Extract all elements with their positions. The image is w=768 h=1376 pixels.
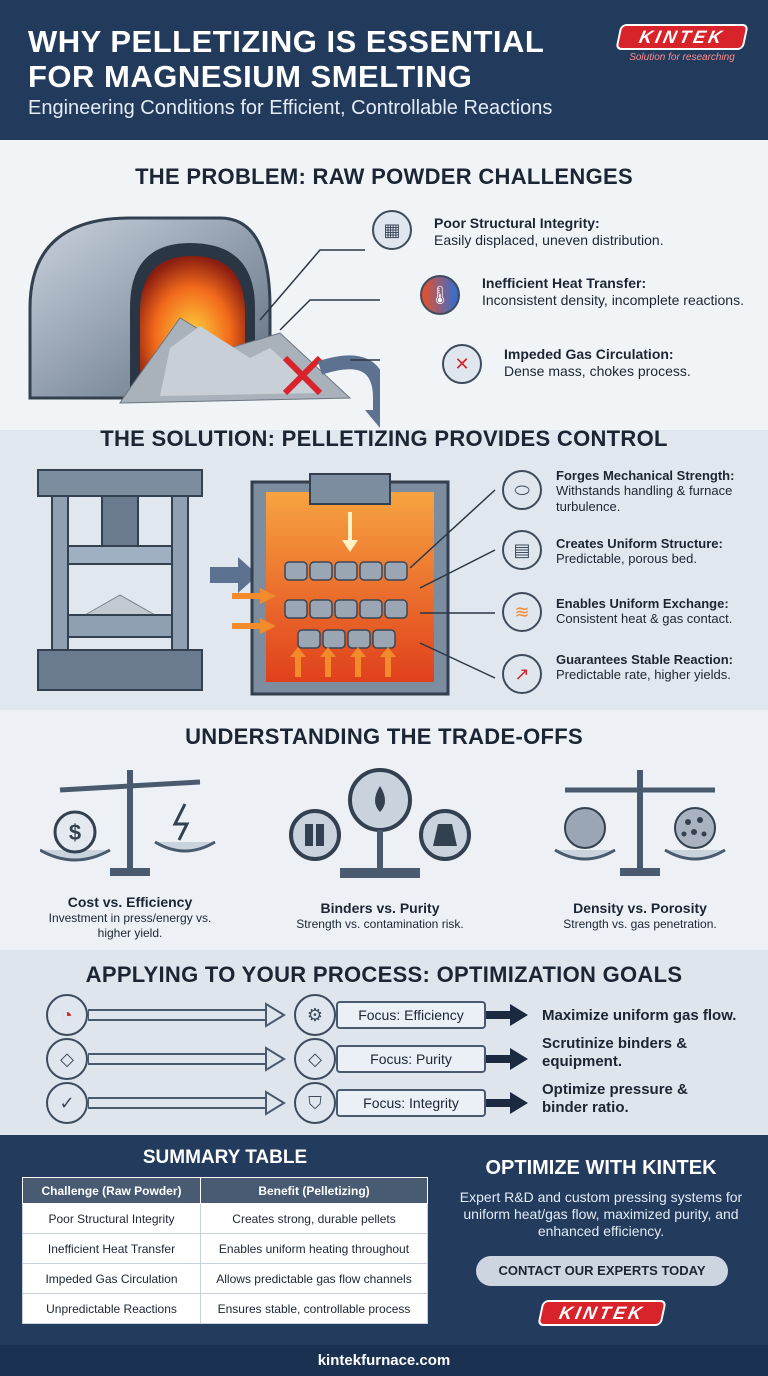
contact-experts-button[interactable]: CONTACT OUR EXPERTS TODAY [476, 1256, 728, 1286]
furnace-pellets-illustration [250, 473, 450, 696]
problem-item: Inefficient Heat Transfer: Inconsistent … [482, 275, 744, 308]
goal-result: Maximize uniform gas flow. [542, 1007, 737, 1024]
table-header-row: Challenge (Raw Powder) Benefit (Pelletiz… [22, 1177, 428, 1204]
table-cell: Impeded Gas Circulation [22, 1263, 201, 1294]
trend-chart-icon: ↗ [502, 654, 542, 694]
gear-icon: ⚙ [294, 994, 336, 1036]
cta-title: OPTIMIZE WITH KINTEK [485, 1157, 717, 1179]
solution-item: Forges Mechanical Strength: Withstands h… [556, 468, 735, 514]
svg-text:$: $ [69, 820, 81, 845]
scale-cost-icon: $ [40, 770, 216, 876]
summary-table: Challenge (Raw Powder) Benefit (Pelletiz… [22, 1177, 428, 1324]
cta-text: Expert R&D and custom pressing systems f… [459, 1189, 743, 1239]
footer-url[interactable]: kintekfurnace.com [317, 1352, 451, 1369]
solution-item: Enables Uniform Exchange: Consistent hea… [556, 596, 733, 626]
summary-title: SUMMARY TABLE [142, 1147, 308, 1168]
page-subtitle: Engineering Conditions for Efficient, Co… [28, 97, 553, 119]
pellet-icon: ⬭ [502, 470, 542, 510]
stacked-blocks-icon: ▤ [502, 530, 542, 570]
table-cell: Ensures stable, controllable process [200, 1293, 428, 1324]
page-title: WHY PELLETIZING IS ESSENTIAL FOR MAGNESI… [28, 24, 544, 94]
table-cell: Allows predictable gas flow channels [200, 1263, 428, 1294]
arrow-right-icon [88, 1002, 286, 1028]
arrow-right-icon [210, 557, 258, 593]
diamond-icon: ◇ [46, 1038, 88, 1080]
heat-arrows-icon [232, 588, 276, 634]
tradeoff-item: Cost vs. Efficiency Investment in press/… [48, 894, 212, 940]
column-header: Challenge (Raw Powder) [22, 1177, 201, 1204]
problem-section: THE PROBLEM: RAW POWDER CHALLENGES ▦ Poo… [0, 140, 768, 430]
solution-section: THE SOLUTION: PELLETIZING PROVIDES CONTR… [0, 426, 768, 710]
tradeoffs-section: UNDERSTANDING THE TRADE-OFFS $ Cost vs. … [0, 710, 768, 950]
pellet-press-illustration [37, 469, 203, 691]
arrow-right-icon [486, 1092, 528, 1114]
furnace-powder-illustration [28, 216, 380, 428]
goal-result: Optimize pressure & binder ratio. [542, 1081, 688, 1116]
tradeoff-item: Binders vs. Purity Strength vs. contamin… [296, 900, 464, 931]
focus-efficiency-label: Focus: Efficiency [336, 1001, 486, 1029]
table-cell: Poor Structural Integrity [22, 1203, 201, 1234]
table-cell: Creates strong, durable pellets [200, 1203, 428, 1234]
shield-check-icon: ✓ [46, 1082, 88, 1124]
focus-purity-label: Focus: Purity [336, 1045, 486, 1073]
crumbling-wall-icon: ▦ [372, 210, 412, 250]
solution-connectors [409, 489, 496, 679]
solution-item: Guarantees Stable Reaction: Predictable … [556, 652, 733, 682]
blocked-airflow-icon: ✕ [442, 344, 482, 384]
arrow-right-icon [486, 1048, 528, 1070]
problem-item: Poor Structural Integrity: Easily displa… [434, 215, 664, 248]
table-cell: Enables uniform heating throughout [200, 1233, 428, 1264]
arrow-right-icon [88, 1046, 286, 1072]
diamond-icon: ◇ [294, 1038, 336, 1080]
table-cell: Unpredictable Reactions [22, 1293, 201, 1324]
logo-tagline: Solution for researching [629, 52, 735, 63]
column-header: Benefit (Pelletizing) [200, 1177, 428, 1204]
tradeoff-item: Density vs. Porosity Strength vs. gas pe… [563, 900, 717, 931]
goals-section: APPLYING TO YOUR PROCESS: OPTIMIZATION G… [0, 950, 768, 1135]
tradeoffs-title: UNDERSTANDING THE TRADE-OFFS [185, 724, 583, 749]
table-cell: Inefficient Heat Transfer [22, 1233, 201, 1264]
scale-binders-icon [289, 768, 471, 878]
solution-title: THE SOLUTION: PELLETIZING PROVIDES CONTR… [100, 426, 668, 451]
problem-connectors [259, 249, 380, 361]
goal-result: Scrutinize binders & equipment. [542, 1035, 688, 1070]
airflow-icon: ≋ [502, 592, 542, 632]
problem-title: THE PROBLEM: RAW POWDER CHALLENGES [135, 164, 633, 189]
gauge-icon: ◔ [46, 994, 88, 1036]
footer: kintekfurnace.com [0, 1345, 768, 1376]
arrow-right-icon [486, 1004, 528, 1026]
shield-icon: ⛉ [294, 1082, 336, 1124]
thermometer-icon: 🌡 [420, 275, 460, 315]
kintek-logo[interactable]: KINTEK [615, 24, 749, 50]
focus-integrity-label: Focus: Integrity [336, 1089, 486, 1117]
solution-item: Creates Uniform Structure: Predictable, … [556, 536, 723, 566]
header: WHY PELLETIZING IS ESSENTIAL FOR MAGNESI… [0, 0, 768, 140]
kintek-logo[interactable]: KINTEK [537, 1300, 667, 1326]
goals-title: APPLYING TO YOUR PROCESS: OPTIMIZATION G… [85, 962, 683, 987]
scale-density-icon [554, 770, 726, 876]
arrow-right-icon [88, 1090, 286, 1116]
problem-item: Impeded Gas Circulation: Dense mass, cho… [504, 346, 691, 379]
